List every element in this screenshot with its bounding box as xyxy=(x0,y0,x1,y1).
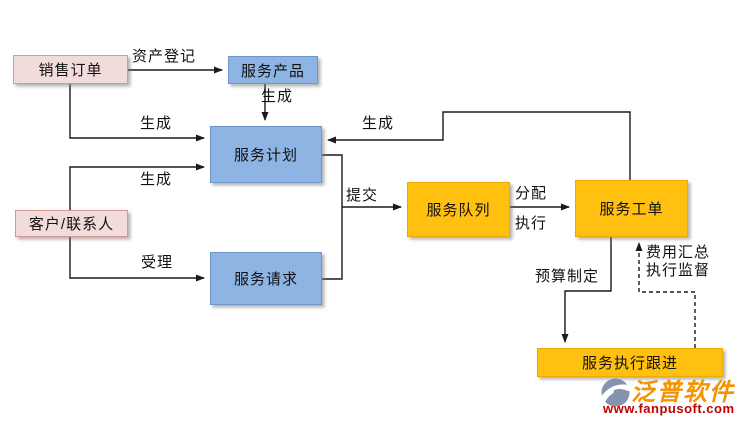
label-accept: 受理 xyxy=(141,254,174,271)
node-sales-order: 销售订单 xyxy=(13,55,128,84)
edge-customer-servicerequest xyxy=(69,237,205,282)
edge-workorder-followup xyxy=(561,237,612,343)
edge-followup-workorder-dashed xyxy=(635,242,696,348)
label-execute: 执行 xyxy=(515,215,548,232)
label-assign: 分配 xyxy=(515,185,548,202)
label-budget-making: 预算制定 xyxy=(535,268,600,285)
label-exec-supervision: 执行监督 xyxy=(646,262,711,279)
edge-salesorder-serviceplan xyxy=(69,84,205,142)
label-cost-summary: 费用汇总 xyxy=(646,244,711,261)
watermark: 泛普软件 www.fanpusoft.com xyxy=(598,370,736,420)
node-service-request: 服务请求 xyxy=(210,252,322,305)
node-service-queue: 服务队列 xyxy=(407,182,510,237)
node-service-followup: 服务执行跟进 xyxy=(537,348,723,377)
edge-merge-rail xyxy=(322,154,343,280)
label-generate-product: 生成 xyxy=(261,88,294,105)
label-generate-from-sales: 生成 xyxy=(140,115,173,132)
label-asset-register: 资产登记 xyxy=(132,48,197,65)
edge-customer-serviceplan xyxy=(69,163,205,210)
label-generate-from-customer: 生成 xyxy=(140,171,173,188)
edge-workorder-serviceplan xyxy=(327,111,631,180)
node-service-workorder: 服务工单 xyxy=(575,180,688,237)
watermark-url-text: www.fanpusoft.com xyxy=(603,401,735,416)
fanpu-logo-icon xyxy=(601,378,630,407)
node-service-product: 服务产品 xyxy=(228,56,318,84)
label-generate-feedback: 生成 xyxy=(362,115,395,132)
node-service-plan: 服务计划 xyxy=(210,126,322,183)
label-submit: 提交 xyxy=(346,187,379,204)
node-customer-contact: 客户/联系人 xyxy=(15,210,128,237)
watermark-brand-text: 泛普软件 xyxy=(631,380,735,406)
